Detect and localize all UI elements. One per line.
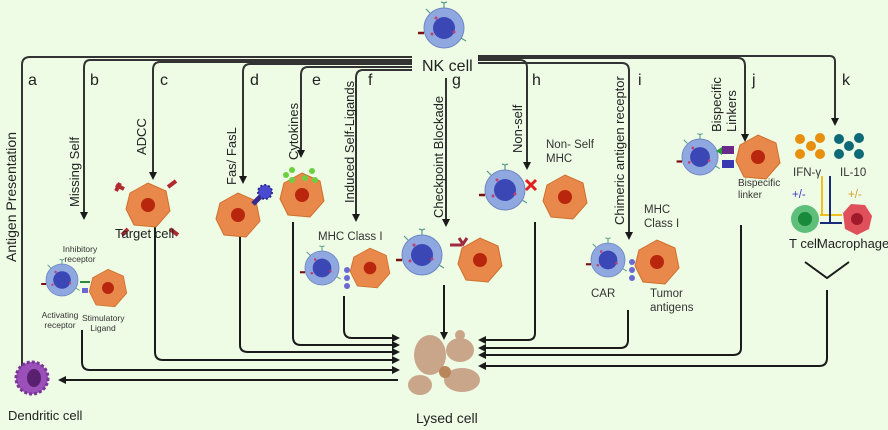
car-nk-cell-icon (584, 236, 628, 279)
checkpoint-antibody-icon (450, 237, 469, 247)
dendritic-cell-icon (14, 360, 50, 396)
activating-receptor-label: Activating receptor (41, 310, 79, 330)
pathway-label-chimeric-antigen-receptor: Chimeric antigen receptor (612, 76, 627, 225)
tumor-antigens-label: Tumor antigens (650, 288, 694, 314)
nk-cell-label: NK cell (422, 58, 473, 75)
top-connector-lines (18, 55, 839, 382)
pathway-letter-f: f (368, 72, 373, 89)
pathway-label-bispecific-linkers: Bispecific Linkers (709, 77, 739, 132)
non-self-mhc-label: Non- Self MHC (546, 139, 594, 165)
pathway-letter-i: i (638, 72, 642, 89)
pathway-label-missing-self: Missing Self (67, 136, 82, 207)
pathway-letter-b: b (90, 72, 99, 89)
pathway-label-cytokines: Cytokines (286, 102, 301, 160)
macrophage-plus-minus: +/- (848, 189, 862, 201)
self-ligand-target-cell-icon (349, 247, 391, 289)
cytokine-dots-icon (283, 167, 318, 183)
activating-receptor-icon (82, 288, 88, 293)
pathway-letter-d: d (250, 72, 259, 89)
car-label: CAR (591, 288, 616, 300)
checkpoint-nk-cell-icon (394, 227, 446, 277)
car-receptors-icon (629, 259, 635, 281)
t-cell-plus-minus: +/- (792, 189, 806, 201)
missing-self-nk-cell-icon (40, 258, 81, 298)
bispecific-linker-icon (716, 146, 734, 168)
macrophage-icon (843, 204, 872, 235)
dendritic-cell-label: Dendritic cell (8, 408, 83, 423)
target-cell-label: Target cell (115, 226, 175, 241)
il-10-dots-icon (834, 133, 864, 159)
il-10-arrow (820, 176, 842, 224)
pathway-label-induced-self-ligands: Induced Self-Ligands (342, 80, 357, 203)
adcc-target-cell-icon (114, 179, 180, 237)
car-target-cell-icon (634, 239, 680, 285)
pathway-label-adcc: ADCC (134, 118, 149, 155)
lysed-cell-icon (408, 330, 480, 395)
pathway-letter-e: e (312, 72, 321, 89)
t-cell-icon (791, 205, 819, 233)
bispecific-nk-cell-icon (675, 132, 721, 177)
stimulatory-ligand-label: Stimulatory Ligand (82, 313, 125, 333)
macrophage-label: Macrophage (817, 236, 888, 251)
mhc-class-i-label-i: MHC Class I (644, 204, 680, 230)
bispecific-target-cell-icon (735, 134, 781, 180)
lysed-cell-label: Lysed cell (416, 410, 478, 426)
pathway-label-antigen-presentation: Antigen Presentation (3, 132, 19, 262)
fasl-ligand-icon (251, 184, 273, 206)
pathway-letter-g: g (452, 72, 461, 89)
mhc-class-i-label-f: MHC Class I (318, 231, 383, 243)
self-ligand-receptors-icon (344, 267, 350, 289)
t-cell-label: T cell (789, 236, 820, 251)
bispecific-linker-label: Bispecific linker (738, 178, 781, 201)
non-self-nk-cell-icon (477, 162, 529, 212)
pathway-letter-k: k (842, 72, 850, 89)
pathway-label-fas-fasl: Fas/ FasL (224, 127, 239, 185)
missing-self-target-cell-icon (88, 268, 128, 308)
ifn-gamma-label: IFN-γ (793, 167, 822, 179)
pathway-letter-h: h (532, 72, 541, 89)
bottom-connector-lines (58, 222, 828, 384)
x-mark-icon (524, 178, 538, 192)
ifn-gamma-dots-icon (795, 133, 825, 159)
pathway-letter-c: c (160, 72, 168, 89)
pathway-letter-j: j (752, 72, 756, 89)
pathway-label-non-self: Non-self (510, 104, 525, 153)
inhibitory-receptor-label: Inhibitory receptor (62, 244, 98, 264)
fas-target-cell-icon (215, 192, 261, 238)
pathway-letter-a: a (28, 72, 37, 89)
il-10-label: IL-10 (840, 167, 867, 179)
checkpoint-target-cell-icon (457, 237, 503, 283)
non-self-target-cell-icon (542, 174, 588, 220)
nk-cell-icon (416, 0, 468, 50)
self-ligand-nk-cell-icon (298, 244, 342, 287)
pathway-label-checkpoint-blockade: Checkpoint Blockade (431, 95, 446, 218)
converge-lines (804, 261, 850, 280)
